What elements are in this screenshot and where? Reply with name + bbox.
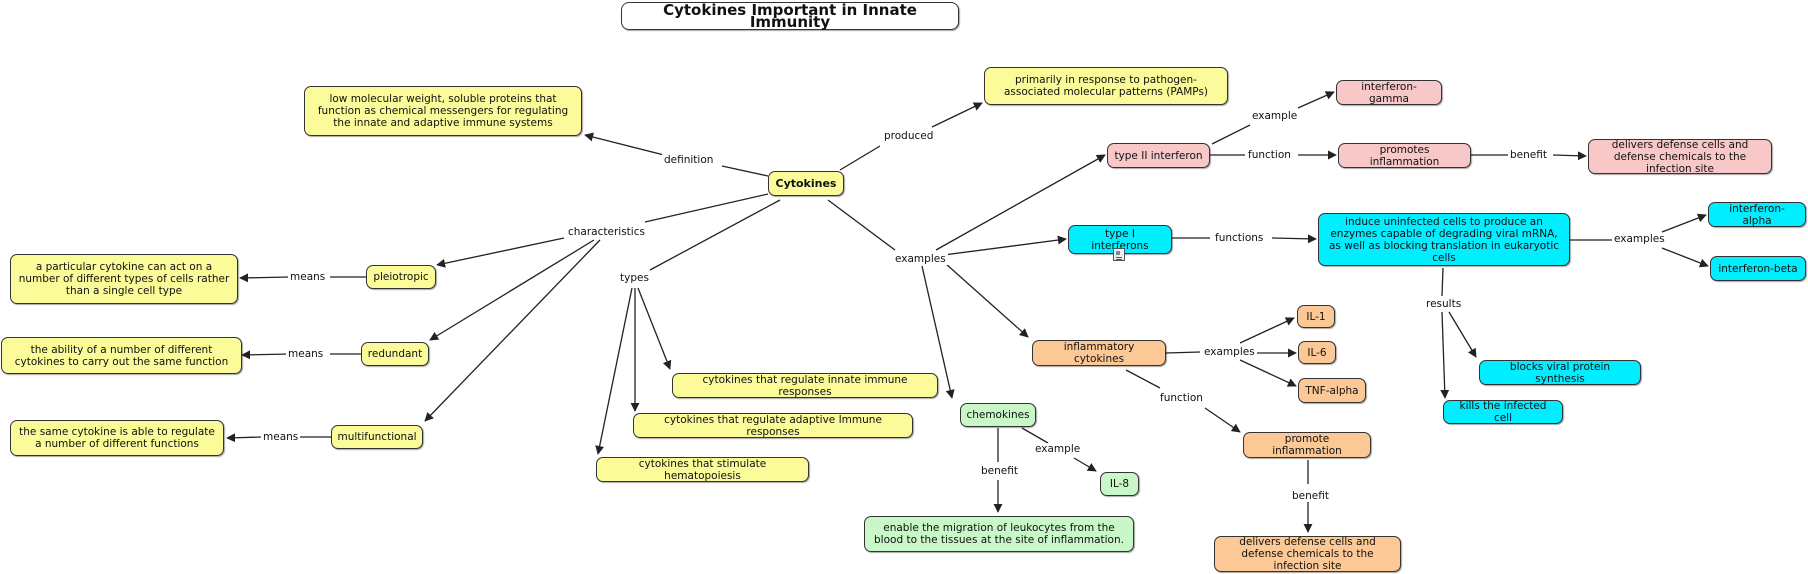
node-inflammatory-cytokines[interactable]: inflammatory cytokines [1032, 340, 1166, 366]
node-induce-enzymes[interactable]: induce uninfected cells to produce an en… [1318, 213, 1570, 266]
link-label-function-inflammatory: function [1158, 392, 1205, 404]
node-redundant[interactable]: redundant [361, 342, 429, 366]
node-kills-infected-cell[interactable]: kills the infected cell [1443, 400, 1563, 424]
node-il6[interactable]: IL-6 [1298, 341, 1336, 364]
link-label-benefit-inflammatory: benefit [1290, 490, 1331, 502]
link-label-means-1: means [288, 271, 328, 283]
link-label-example-chemokines: example [1033, 443, 1083, 455]
node-type1-interferons[interactable]: type I interferons [1068, 225, 1172, 254]
link-label-results: results [1424, 298, 1464, 310]
node-chemokines[interactable]: chemokines [960, 403, 1036, 427]
node-delivers-defense-1[interactable]: delivers defense cells and defense chemi… [1588, 139, 1772, 175]
link-label-benefit-type2: benefit [1508, 149, 1549, 161]
node-tnf-alpha[interactable]: TNF-alpha [1298, 378, 1366, 403]
node-pamps[interactable]: primarily in response to pathogen-associ… [984, 67, 1228, 105]
node-definition-text[interactable]: low molecular weight, soluble proteins t… [304, 86, 582, 136]
link-label-means-3: means [261, 431, 301, 443]
node-promotes-inflammation[interactable]: promotes inflammation [1338, 143, 1471, 168]
link-label-examples-type1: examples [1612, 233, 1667, 245]
node-innate-reg[interactable]: cytokines that regulate innate immune re… [672, 373, 938, 398]
node-multifunctional[interactable]: multifunctional [331, 425, 423, 449]
link-label-examples-inflammatory: examples [1202, 346, 1257, 358]
link-label-characteristics: characteristics [566, 226, 647, 238]
node-pleiotropic[interactable]: pleiotropic [366, 265, 436, 289]
link-label-types: types [618, 272, 651, 284]
node-leukocyte-migration[interactable]: enable the migration of leukocytes from … [864, 516, 1134, 552]
node-delivers-defense-2[interactable]: delivers defense cells and defense chemi… [1214, 536, 1401, 572]
document-icon[interactable] [1113, 248, 1125, 261]
link-label-example-type2: example [1250, 110, 1300, 122]
node-interferon-beta[interactable]: interferon-beta [1710, 256, 1806, 281]
node-pleiotropic-def[interactable]: a particular cytokine can act on a numbe… [10, 254, 238, 304]
node-interferon-alpha[interactable]: interferon-alpha [1708, 202, 1806, 227]
page-title: Cytokines Important in Innate Immunity [621, 2, 959, 30]
node-il8[interactable]: IL-8 [1100, 472, 1139, 496]
node-multifunctional-def[interactable]: the same cytokine is able to regulate a … [10, 420, 224, 456]
node-promote-inflammation[interactable]: promote inflammation [1243, 432, 1371, 458]
link-label-examples: examples [893, 253, 948, 265]
link-label-function-type2: function [1246, 149, 1293, 161]
link-label-produced: produced [882, 130, 936, 142]
link-label-definition: definition [662, 154, 716, 166]
node-interferon-gamma[interactable]: interferon-gamma [1336, 80, 1442, 105]
node-redundant-def[interactable]: the ability of a number of different cyt… [1, 337, 242, 374]
node-blocks-viral-synthesis[interactable]: blocks viral protein synthesis [1479, 360, 1641, 385]
node-hematopoiesis[interactable]: cytokines that stimulate hematopoiesis [596, 457, 809, 482]
node-cytokines[interactable]: Cytokines [768, 171, 844, 196]
link-label-benefit-chemokines: benefit [979, 465, 1020, 477]
node-il1[interactable]: IL-1 [1297, 305, 1335, 328]
link-label-means-2: means [286, 348, 326, 360]
node-adaptive-reg[interactable]: cytokines that regulate adaptive Immune … [633, 413, 913, 438]
node-type2-interferon[interactable]: type II interferon [1107, 143, 1210, 168]
link-label-functions-type1: functions [1213, 232, 1266, 244]
